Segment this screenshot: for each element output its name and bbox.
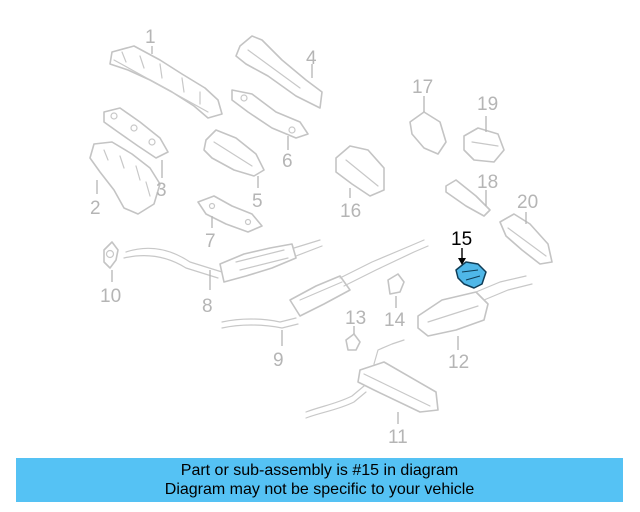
callout-4: 4	[306, 48, 317, 69]
part-20-heat-shield	[499, 213, 553, 265]
callout-20: 20	[517, 192, 538, 213]
callout-13: 13	[345, 308, 366, 329]
part-1-exhaust-manifold	[109, 45, 223, 119]
part-11-rear-muffler	[305, 339, 439, 419]
callout-15: 15	[451, 229, 472, 250]
part-12-center-muffler	[417, 275, 533, 337]
part-10-flange-gasket	[103, 241, 119, 269]
callout-19: 19	[477, 94, 498, 115]
callout-3: 3	[156, 180, 167, 201]
part-6-bracket	[231, 89, 309, 139]
callout-6: 6	[282, 151, 293, 172]
banner-line-1: Part or sub-assembly is #15 in diagram	[180, 462, 459, 479]
part-5-heat-shield	[203, 129, 265, 177]
callout-1: 1	[145, 27, 156, 48]
part-4-heat-shield	[235, 35, 323, 109]
callout-5: 5	[252, 191, 263, 212]
part-14-hanger	[387, 273, 405, 295]
callout-9: 9	[273, 350, 284, 371]
part-8-front-pipe-converter	[123, 239, 323, 283]
part-18-heat-shield	[445, 179, 491, 217]
callout-14: 14	[384, 310, 406, 331]
part-9-intermediate-pipe	[221, 239, 429, 329]
callout-8: 8	[202, 296, 213, 317]
info-banner: Part or sub-assembly is #15 in diagram D…	[16, 458, 623, 502]
callout-11: 11	[388, 427, 408, 448]
part-17-bracket	[409, 111, 447, 155]
callout-2: 2	[90, 198, 101, 219]
part-7-bracket	[197, 195, 263, 233]
part-16-heat-shield	[335, 145, 385, 197]
part-19-bracket	[463, 127, 505, 163]
part-3-gasket	[103, 107, 169, 159]
callout-17: 17	[412, 77, 433, 98]
part-15-highlighted	[455, 261, 487, 289]
leader-15-arrowhead	[458, 258, 466, 265]
part-2-exhaust-manifold	[89, 141, 161, 215]
callout-18: 18	[477, 172, 498, 193]
callout-10: 10	[100, 286, 121, 307]
callout-12: 12	[448, 352, 469, 373]
banner-line-2: Diagram may not be specific to your vehi…	[164, 481, 475, 498]
callout-7: 7	[205, 231, 216, 252]
exhaust-parts-diagram: 1 2 3 4 5 6 7	[89, 27, 553, 448]
callout-16: 16	[340, 201, 361, 222]
part-13-clamp	[345, 333, 361, 351]
